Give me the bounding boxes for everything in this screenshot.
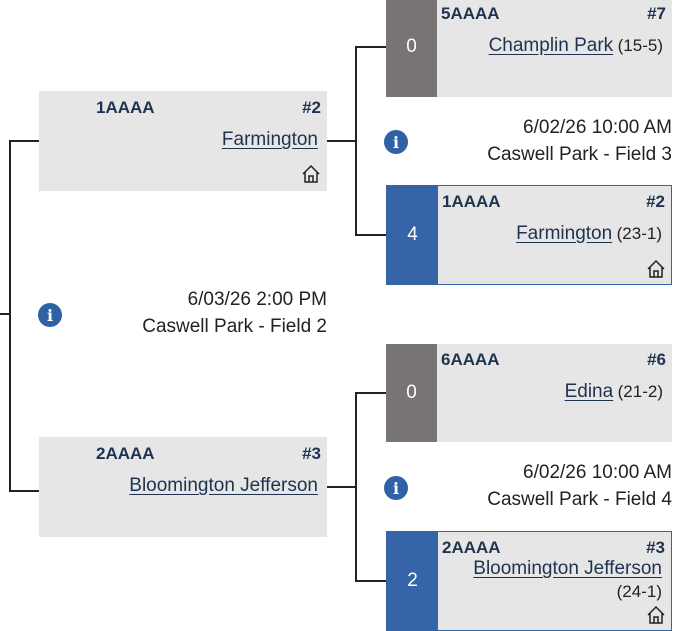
quarterfinal-2-top-team-card: 0 6AAAA #6 Edina (21-2) <box>386 344 672 442</box>
quarterfinal-1-bottom-team-card: 4 1AAAA #2 Farmington (23-1) <box>386 185 672 285</box>
semifinal-top-team-card: 1AAAA #2 Farmington <box>39 91 327 191</box>
connector-line <box>355 46 386 48</box>
quarterfinal-2-bottom-team-card: 2 2AAAA #3 Bloomington Jefferson (24-1) <box>386 531 672 631</box>
seed-number: #3 <box>646 538 665 557</box>
score-box: 0 <box>386 0 437 97</box>
team-link[interactable]: Farmington <box>221 129 318 150</box>
semifinal-bottom-team-card: 2AAAA #3 Bloomington Jefferson <box>39 437 327 537</box>
quarterfinal-1-game-info: 6/02/26 10:00 AM Caswell Park - Field 3 <box>487 114 672 168</box>
quarterfinal-2-game-info: 6/02/26 10:00 AM Caswell Park - Field 4 <box>487 459 672 513</box>
semifinal-game-info: 6/03/26 2:00 PM Caswell Park - Field 2 <box>142 286 327 340</box>
home-icon <box>301 164 321 184</box>
info-icon[interactable]: i <box>384 130 408 154</box>
connector-line <box>355 580 386 582</box>
info-icon[interactable]: i <box>38 303 62 327</box>
connector-line <box>327 140 356 142</box>
team-link[interactable]: Edina <box>564 381 614 402</box>
score-box: 0 <box>386 344 437 442</box>
connector-line <box>0 313 10 315</box>
connector-line <box>9 140 39 142</box>
seed-number: #6 <box>647 350 666 369</box>
home-icon <box>646 605 666 625</box>
seed-number: #2 <box>302 98 321 117</box>
seed-code: 6AAAA <box>441 350 500 369</box>
seed-code: 2AAAA <box>442 538 501 557</box>
team-record: (15-5) <box>617 36 663 55</box>
team-link[interactable]: Champlin Park <box>488 35 614 56</box>
seed-number: #3 <box>302 444 321 463</box>
game-datetime: 6/02/26 10:00 AM <box>523 117 672 138</box>
score-box: 2 <box>387 532 438 630</box>
connector-line <box>355 392 386 394</box>
game-location: Caswell Park - Field 2 <box>142 316 327 337</box>
quarterfinal-1-top-team-card: 0 5AAAA #7 Champlin Park (15-5) <box>386 0 672 97</box>
connector-line <box>355 46 357 236</box>
seed-code: 2AAAA <box>96 444 155 463</box>
connector-line <box>9 140 11 492</box>
home-icon <box>646 259 666 279</box>
team-record: (21-2) <box>617 382 663 401</box>
game-datetime: 6/03/26 2:00 PM <box>187 289 327 310</box>
connector-line <box>355 392 357 582</box>
game-datetime: 6/02/26 10:00 AM <box>523 462 672 483</box>
info-icon[interactable]: i <box>384 476 408 500</box>
seed-code: 1AAAA <box>96 98 155 117</box>
team-link[interactable]: Farmington <box>516 223 613 244</box>
connector-line <box>9 490 39 492</box>
seed-number: #2 <box>646 192 665 211</box>
team-record: (23-1) <box>616 224 662 243</box>
seed-code: 1AAAA <box>442 192 501 211</box>
game-location: Caswell Park - Field 3 <box>487 144 672 165</box>
connector-line <box>355 234 386 236</box>
team-link[interactable]: Bloomington Jefferson <box>129 475 318 496</box>
team-link[interactable]: Bloomington Jefferson <box>473 558 662 579</box>
seed-code: 5AAAA <box>441 4 500 23</box>
game-location: Caswell Park - Field 4 <box>487 489 672 510</box>
team-record: (24-1) <box>616 582 662 601</box>
score-box: 4 <box>387 186 438 284</box>
seed-number: #7 <box>647 4 666 23</box>
connector-line <box>327 486 356 488</box>
